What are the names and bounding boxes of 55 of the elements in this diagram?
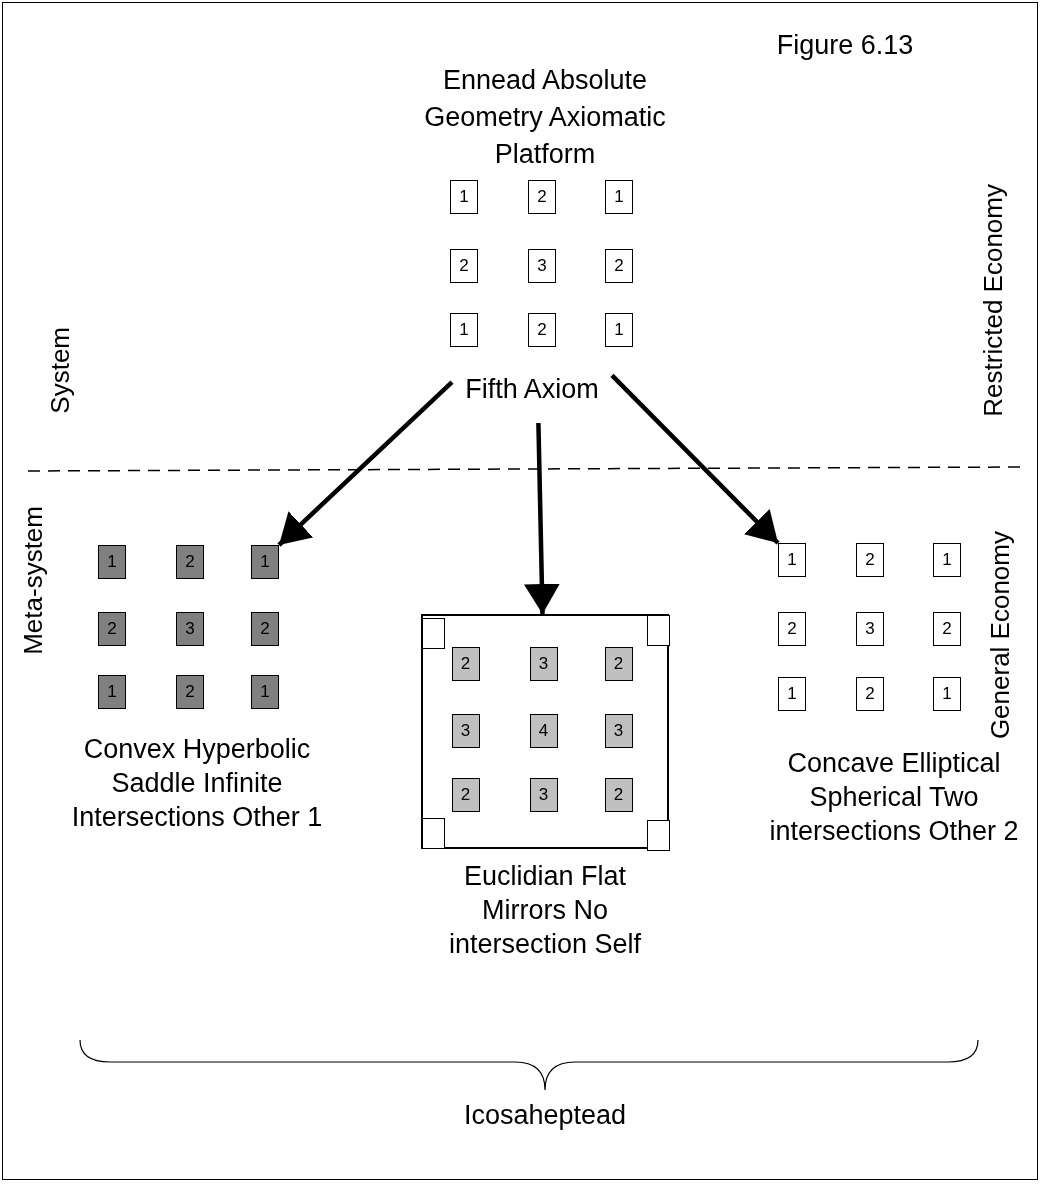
side-label: General Economy [985,530,1015,740]
number-square: 1 [450,180,478,214]
number-square: 3 [604,713,633,748]
number-square: 1 [778,677,806,711]
number-square: 2 [604,646,633,681]
node-text: Fifth Axiom [452,355,612,423]
corner-square [646,819,670,851]
number-square: 3 [529,646,558,681]
caption-text: Concave Elliptical Spherical Two intersections Other 2 [768,747,1020,848]
side-label: System [45,326,75,414]
side-label: Restricted Economy [978,183,1008,417]
number-square: 1 [251,545,279,579]
number-square: 2 [176,545,204,579]
number-square: 3 [176,612,204,646]
number-square: 2 [778,612,806,646]
number-square: 1 [98,545,126,579]
corner-square [421,817,445,849]
number-square: 1 [251,675,279,709]
number-square: 3 [529,777,558,812]
number-square: 1 [933,677,961,711]
number-square: 2 [176,675,204,709]
arrow [277,380,454,547]
number-square: 2 [451,646,480,681]
number-square: 1 [98,675,126,709]
number-square: 2 [604,777,633,812]
caption-text: Icosaheptead [462,1100,628,1130]
number-square: 3 [528,249,556,283]
caption-text: Euclidian Flat Mirrors No intersection Self [447,860,643,961]
number-square: 3 [856,612,884,646]
number-square: 2 [528,313,556,347]
side-label: Meta-system [18,505,48,655]
number-square: 1 [605,180,633,214]
number-square: 3 [451,713,480,748]
number-square: 2 [98,612,126,646]
number-square: 2 [605,249,633,283]
number-square: 2 [451,777,480,812]
square-frame [421,614,669,849]
heading-text: Ennead Absolute Geometry Axiomatic Platform [423,64,667,171]
arrow [523,422,560,615]
number-square: 1 [933,543,961,577]
number-square: 2 [856,677,884,711]
number-square: 4 [529,713,558,748]
number-square: 2 [856,543,884,577]
number-square: 2 [251,612,279,646]
corner-square [421,617,445,649]
number-square: 1 [778,543,806,577]
number-square: 2 [450,249,478,283]
number-square: 1 [605,313,633,347]
caption-text: Convex Hyperbolic Saddle Infinite Intersections Other 1 [70,733,324,834]
number-square: 1 [450,313,478,347]
corner-square [646,614,670,646]
figure-number: Figure 6.13 [775,30,915,60]
number-square: 2 [528,180,556,214]
number-square: 2 [933,612,961,646]
arrow [610,373,780,545]
